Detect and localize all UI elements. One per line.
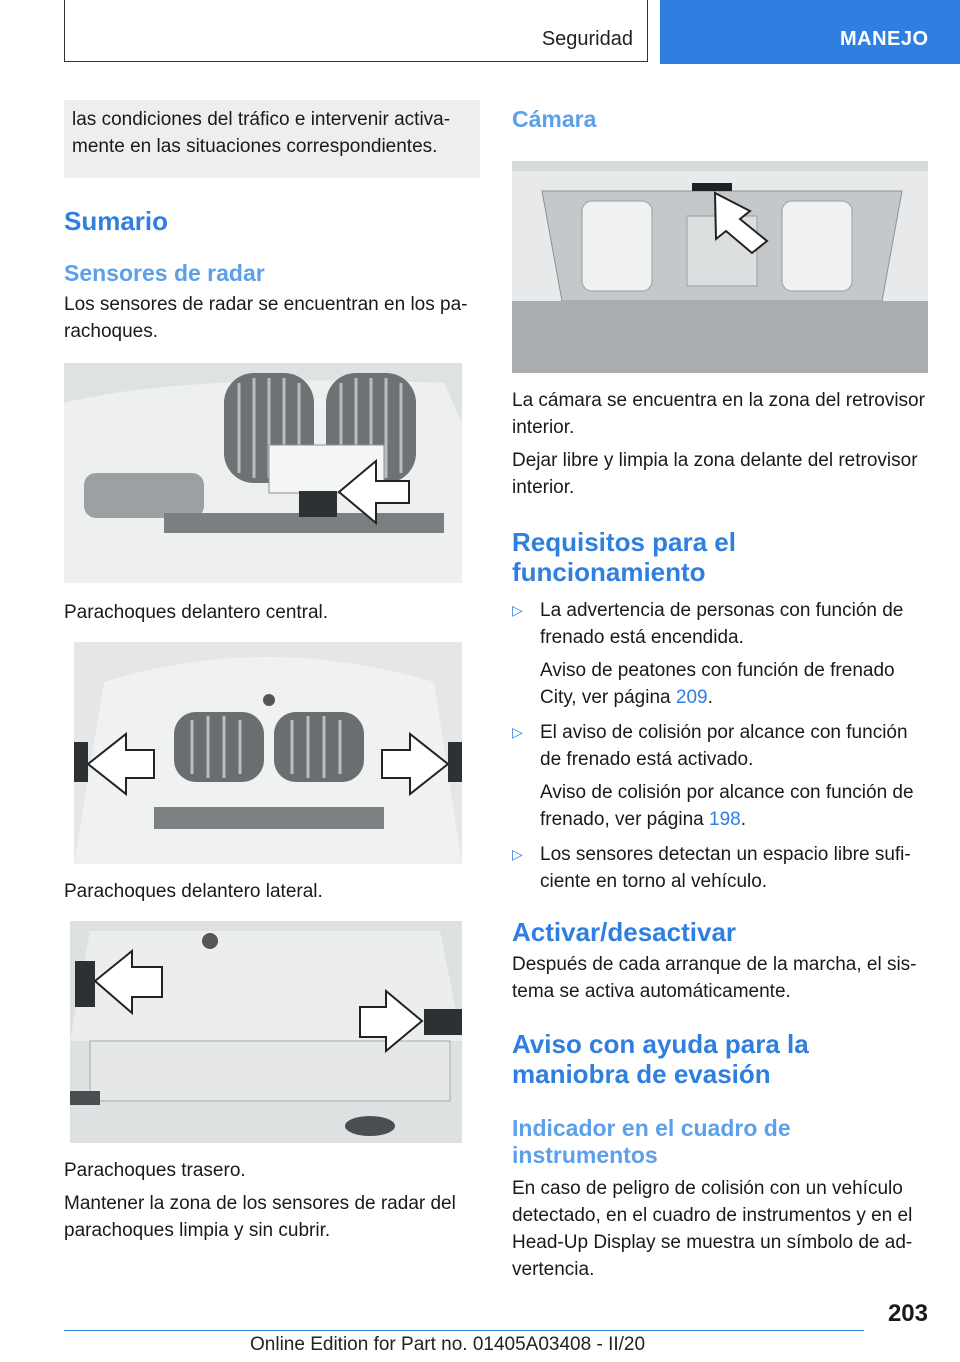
rear-bumper-illustration [70, 921, 462, 1143]
footer-edition: Online Edition for Part no. 01405A03408 … [250, 1334, 646, 1355]
footer-divider [64, 1330, 864, 1331]
subsection-title-radar: Sensores de radar [64, 260, 265, 286]
intro-note: las condiciones del tráfico e intervenir… [64, 100, 480, 178]
header-chapter-tab[interactable]: MANEJO [660, 0, 960, 64]
header-chapter-label: MANEJO [840, 28, 929, 50]
camera-interior-illustration [512, 161, 928, 373]
radar-sensors-text: Los sensores de radar se encuentran en l… [64, 294, 468, 342]
page-number: 203 [887, 1300, 928, 1327]
section-title-camera: Cámara [512, 106, 597, 132]
camera-interior-image [512, 161, 928, 373]
header-section-box: Seguridad [64, 0, 648, 62]
requirements-list: ▷ La advertencia de personas con función… [512, 597, 928, 895]
caption-front-center: Parachoques delantero central. [64, 602, 329, 623]
list-item: ▷ El aviso de colisión por alcance con f… [512, 719, 928, 773]
section-title-requirements: Requisitos para el funcionamiento [512, 527, 736, 587]
list-item-reference: Aviso de peatones con función de frenado… [540, 660, 895, 708]
intro-line-2: mente en las situaciones correspondiente… [72, 136, 438, 157]
front-bumper-lateral-illustration [74, 642, 462, 864]
indicator-text: En caso de peligro de colisión con un ve… [512, 1178, 913, 1280]
bullet-triangle-icon: ▷ [512, 724, 523, 740]
section-title-evasion: Aviso con ayuda para la maniobra de evas… [512, 1029, 809, 1089]
right-column: Cámara La cámara se encuentra en la zona… [512, 100, 928, 1283]
subsection-title-indicator: Indicador en el cuadro de instrumentos [512, 1115, 791, 1168]
header-section-title: Seguridad [541, 28, 633, 50]
rear-bumper-image [70, 921, 462, 1143]
camera-location-text: La cámara se encuentra en la zona del re… [512, 390, 925, 438]
radar-closing-text: Mantener la zona de los sensores de rada… [64, 1193, 456, 1241]
page-link-198[interactable]: 198 [709, 809, 741, 830]
list-item: ▷ La advertencia de personas con función… [512, 597, 928, 651]
list-item: ▷ Los sensores detectan un espacio libre… [512, 841, 928, 895]
bullet-triangle-icon: ▷ [512, 846, 523, 862]
camera-clean-text: Dejar libre y limpia la zona delante del… [512, 450, 918, 498]
front-bumper-lateral-image [74, 642, 462, 864]
activate-text: Después de cada arranque de la marcha, e… [512, 954, 917, 1002]
caption-front-lateral: Parachoques delantero lateral. [64, 881, 323, 902]
intro-line-1: las condiciones del tráfico e intervenir… [72, 109, 451, 130]
bullet-triangle-icon: ▷ [512, 602, 523, 618]
left-column: las condiciones del tráfico e intervenir… [64, 100, 480, 1244]
page-link-209[interactable]: 209 [675, 687, 708, 708]
list-item-reference: Aviso de colisión por alcance con funció… [540, 782, 914, 830]
front-bumper-center-illustration [64, 363, 462, 583]
section-title-sumario: Sumario [64, 206, 169, 236]
section-title-activate: Activar/desactivar [512, 917, 737, 947]
caption-rear: Parachoques trasero. [64, 1160, 246, 1181]
front-bumper-center-image [64, 363, 462, 583]
